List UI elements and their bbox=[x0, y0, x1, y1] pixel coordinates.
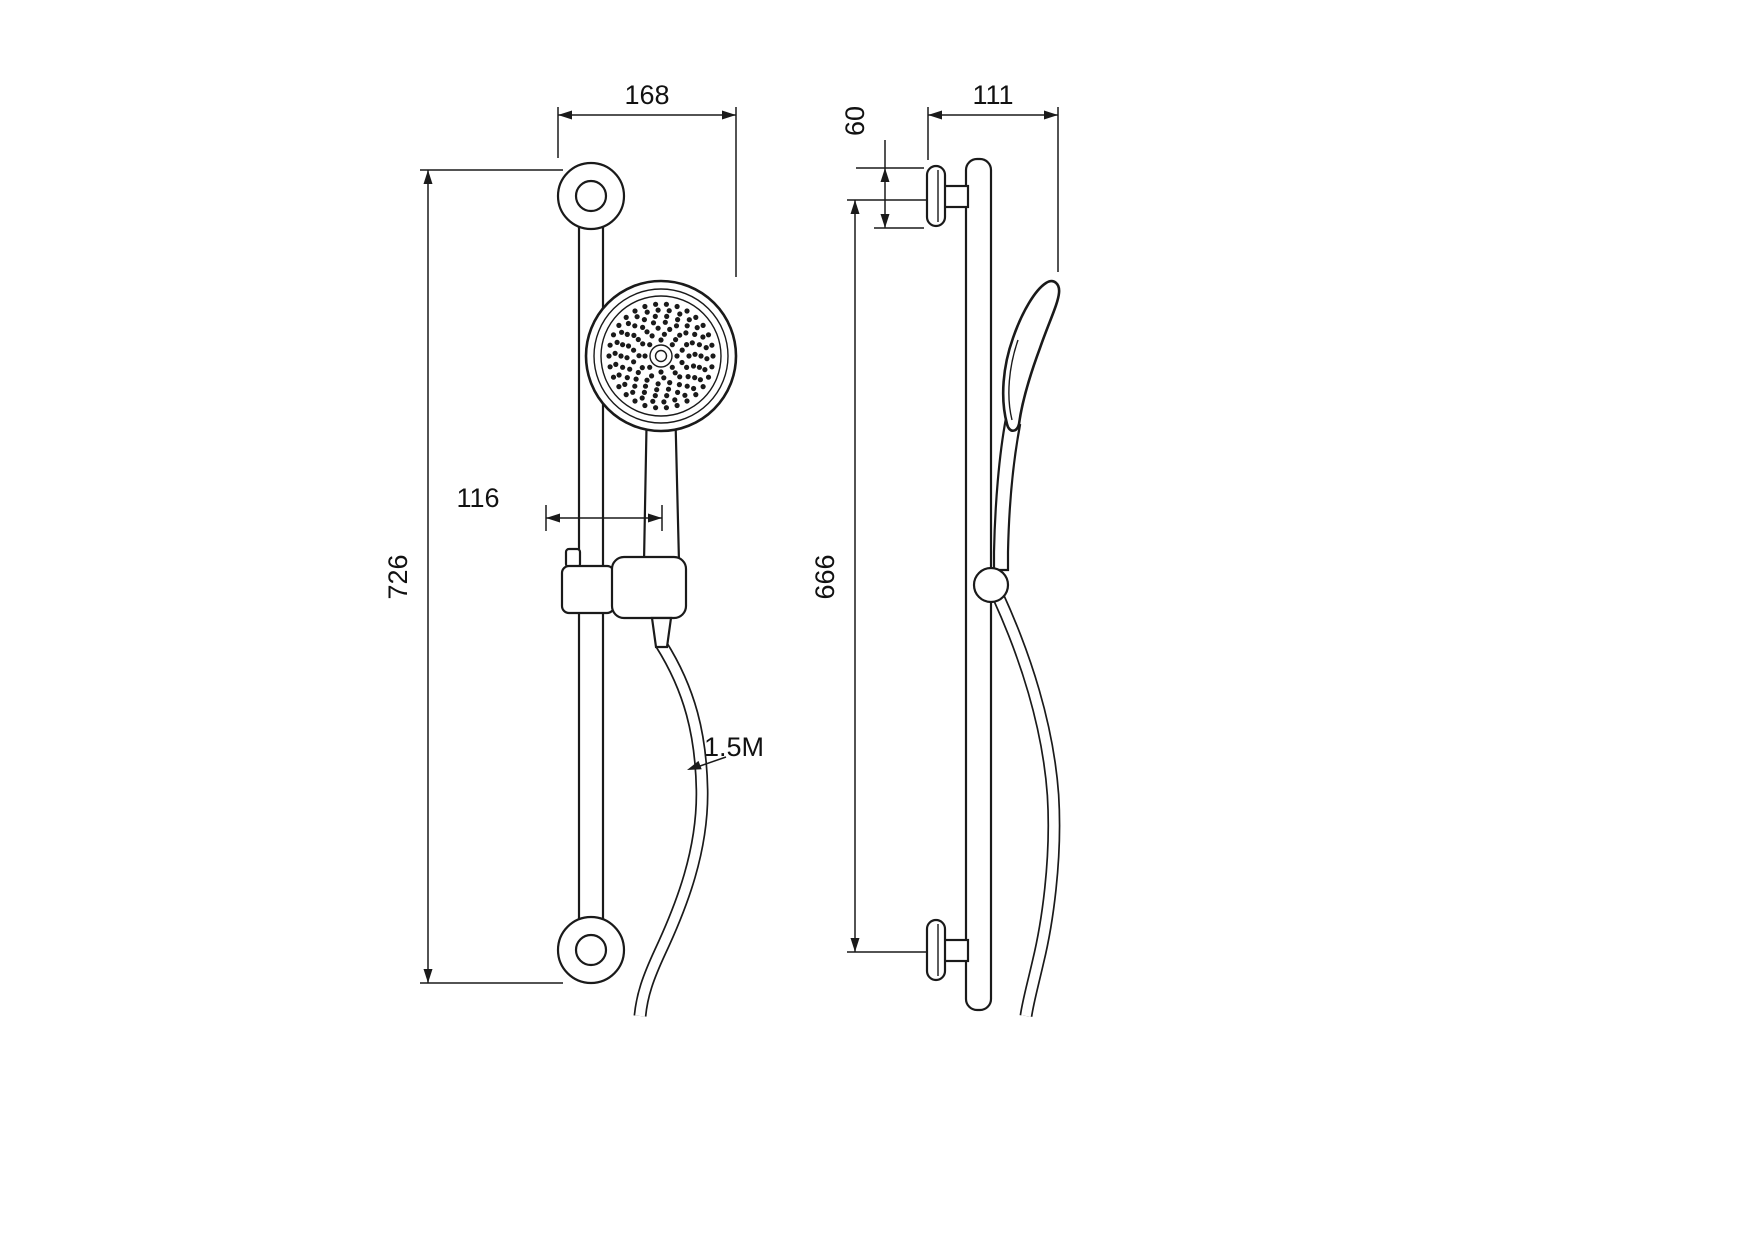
slider-release-button bbox=[564, 547, 582, 569]
side-view bbox=[925, 157, 1061, 1017]
top-wall-plate-side bbox=[925, 164, 947, 228]
dim-flange-height: 60 bbox=[840, 106, 924, 229]
dim-front-height: 726 bbox=[383, 169, 563, 984]
dim-head-offset-value: 116 bbox=[456, 483, 499, 513]
hose-length-value: 1.5M bbox=[704, 732, 764, 762]
handshower-head-side bbox=[1001, 279, 1061, 433]
handle-holder-cup-front bbox=[610, 555, 688, 620]
slider-bracket-front bbox=[560, 547, 688, 620]
dim-side-depth-value: 111 bbox=[972, 80, 1013, 110]
top-wall-bracket-side bbox=[925, 164, 970, 228]
dim-side-depth: 111 bbox=[927, 80, 1059, 272]
dim-front-width-value: 168 bbox=[624, 80, 669, 110]
dim-side-height-value: 666 bbox=[810, 554, 840, 599]
slider-knob-side bbox=[972, 566, 1010, 604]
dim-front-width: 168 bbox=[557, 80, 737, 277]
shower-hose-side bbox=[992, 593, 1061, 1017]
bottom-wall-bracket-side bbox=[925, 918, 970, 982]
handshower-head-front bbox=[584, 279, 738, 433]
dim-front-height-value: 726 bbox=[383, 554, 413, 599]
bottom-wall-plate-side bbox=[925, 918, 947, 982]
bottom-wall-flange-front bbox=[556, 915, 626, 985]
dim-head-offset: 116 bbox=[456, 483, 663, 531]
callout-hose-length: 1.5M bbox=[687, 732, 764, 770]
handshower-handle-side bbox=[992, 416, 1022, 572]
hose-nut-front bbox=[650, 616, 673, 649]
dim-flange-height-value: 60 bbox=[840, 106, 870, 136]
shower-hose-front bbox=[633, 640, 709, 1017]
top-wall-flange-front bbox=[556, 161, 626, 231]
front-view bbox=[556, 161, 738, 1017]
spray-nozzle-dots bbox=[606, 301, 716, 411]
dim-side-height: 666 bbox=[810, 199, 928, 953]
